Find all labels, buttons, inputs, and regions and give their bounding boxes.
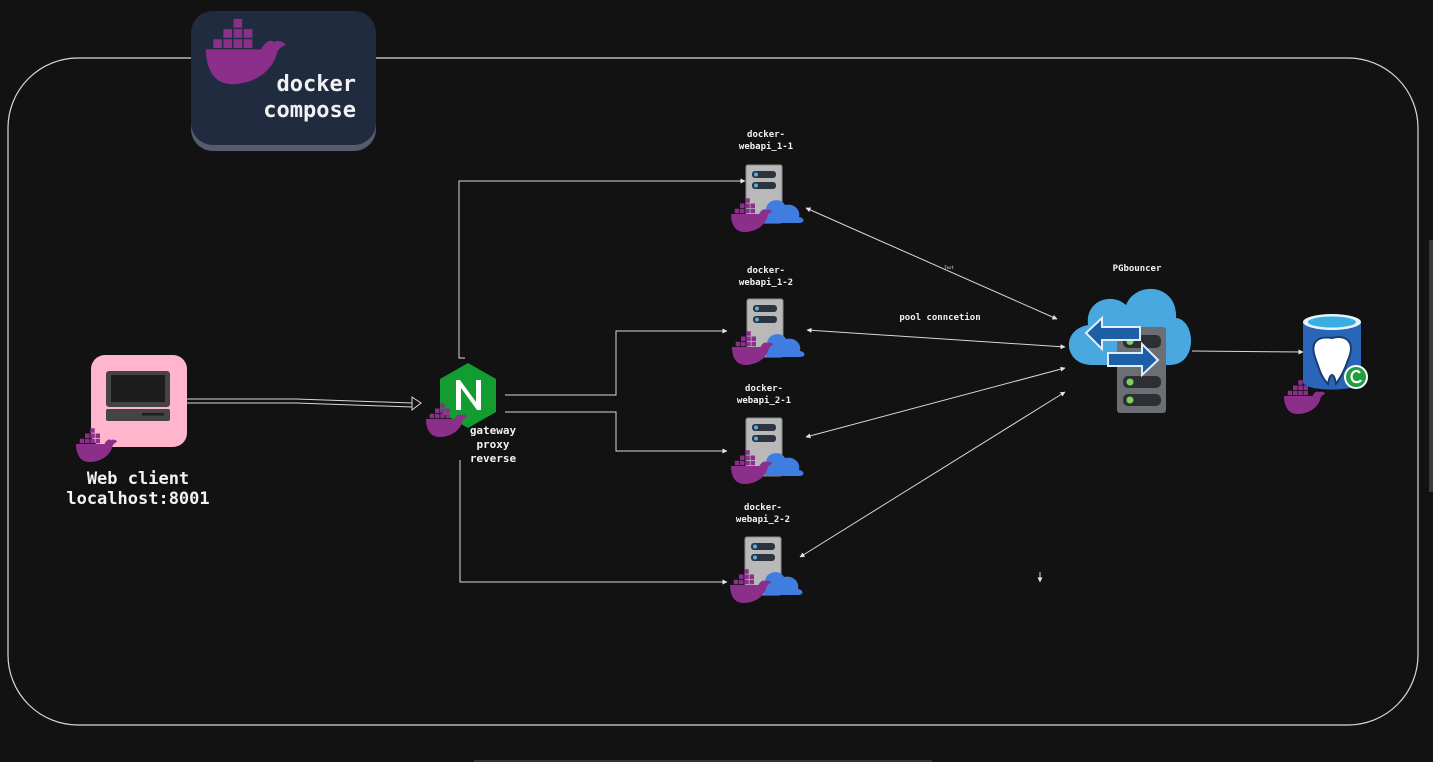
postgres-node[interactable] bbox=[1284, 314, 1368, 414]
service-label-1-2: docker- webapi_1-2 bbox=[738, 266, 794, 288]
connections bbox=[187, 178, 1304, 585]
badge-line-2: compose bbox=[263, 98, 356, 123]
badge-line-1: docker bbox=[276, 72, 356, 97]
compose-boundary bbox=[7, 57, 1419, 726]
laptop-icon bbox=[106, 371, 170, 421]
service-label-2-1: docker- webapi_2-1 bbox=[736, 384, 792, 406]
pgbouncer-label: PGbouncer bbox=[1112, 264, 1162, 274]
service-node-2-2[interactable] bbox=[730, 536, 803, 603]
service-label-1-1: docker- webapi_1-1 bbox=[738, 130, 794, 152]
service-node-1-1[interactable] bbox=[731, 164, 804, 232]
service-node-2-1[interactable] bbox=[731, 417, 804, 484]
gateway-node[interactable] bbox=[426, 363, 496, 437]
docker-compose-badge bbox=[191, 11, 376, 151]
postgresql-database-icon bbox=[1303, 314, 1368, 390]
horizontal-scrollbar[interactable] bbox=[474, 760, 932, 762]
web-client-address: localhost:8001 bbox=[66, 489, 210, 509]
web-client-node[interactable] bbox=[76, 355, 187, 462]
pool-connection-label: pool conncetion bbox=[899, 313, 981, 323]
service-node-1-2[interactable] bbox=[732, 298, 805, 365]
web-client-title: Web client bbox=[86, 469, 190, 489]
edge-text-label: Text bbox=[944, 265, 954, 270]
service-label-2-2: docker- webapi_2-2 bbox=[735, 503, 791, 525]
vertical-scrollbar[interactable] bbox=[1429, 240, 1433, 492]
gateway-label: gateway proxy reverse bbox=[469, 424, 517, 465]
pgbouncer-node[interactable] bbox=[1068, 288, 1192, 413]
